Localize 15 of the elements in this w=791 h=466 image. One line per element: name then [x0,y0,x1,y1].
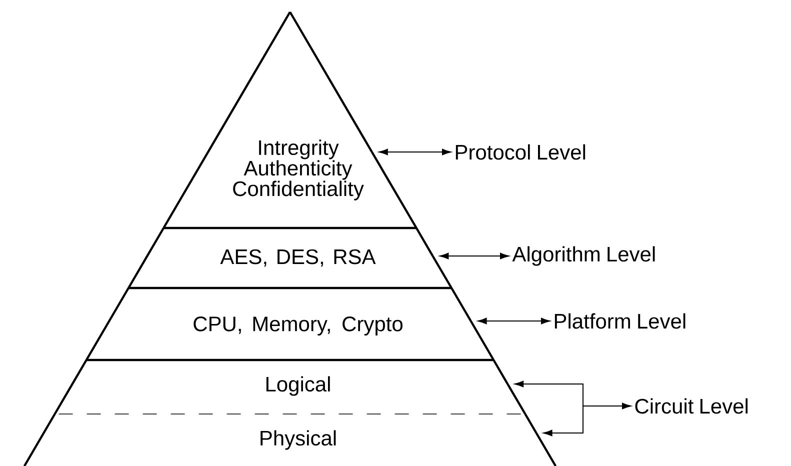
pyramid-layer: Physical [23,413,538,466]
bracket-arrow [514,380,584,406]
double-arrow [440,252,510,260]
pyramid-layer: Logical [54,358,509,415]
level-label: Circuit Level [635,398,748,414]
bracket-arrow [543,406,584,436]
double-arrow [478,318,550,324]
level-label: Platform Level [554,313,686,329]
level-label: Algorithm Level [512,246,655,266]
level-label: Protocol Level [456,144,586,160]
pyramid-layer: AES, DES, RSA [128,226,434,289]
pyramid-layer: Intregrity Authenticity Confidentiality [162,11,373,229]
double-arrow [378,148,452,156]
pyramid-layer: CPU, Memory, Crypto [85,286,472,361]
arrow [582,402,632,410]
